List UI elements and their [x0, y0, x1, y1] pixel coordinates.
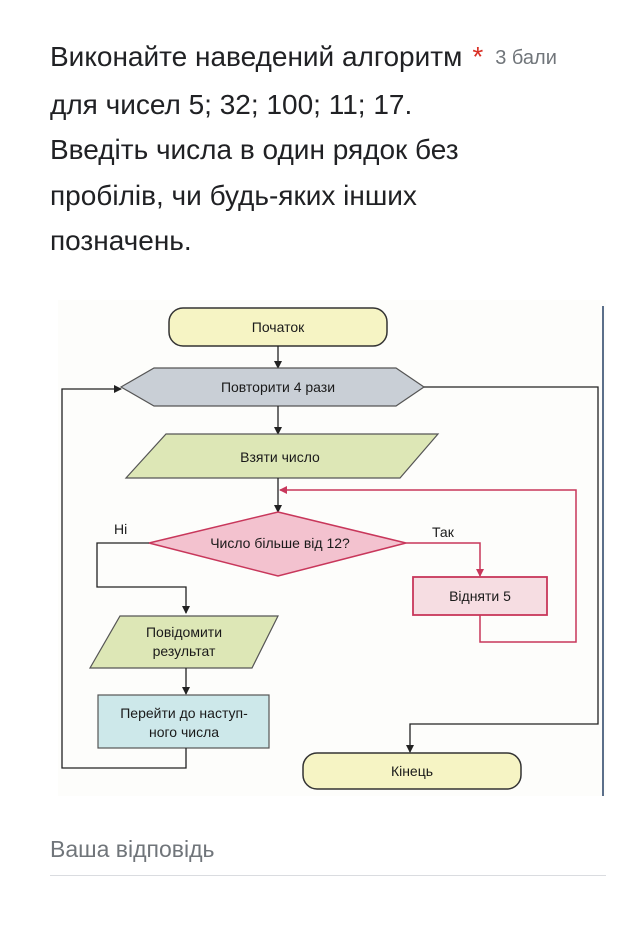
next-number-label-line2: ного числа	[149, 724, 219, 740]
condition-diamond-label: Число більше від 12?	[210, 535, 350, 551]
flowchart-image: Початок Повторити 4 рази Взяти число Чис…	[58, 300, 606, 796]
next-number-label-line1: Перейти до наступ-	[120, 705, 248, 721]
arrow-yes-branch	[406, 542, 484, 577]
output-parallelogram-shape	[88, 615, 279, 669]
no-branch-label: Ні	[114, 521, 127, 537]
subtract-box-label: Відняти 5	[449, 588, 511, 604]
question-line-5: позначень.	[50, 225, 192, 256]
answer-underline	[50, 875, 606, 876]
input-parallelogram-label: Взяти число	[240, 449, 320, 465]
subtract-box-shape	[412, 576, 548, 616]
arrow-subtract-loopback	[279, 486, 577, 643]
end-terminal-shape	[302, 752, 522, 790]
answer-input[interactable]: Ваша відповідь	[50, 836, 215, 862]
points-label: 3 бали	[495, 47, 557, 69]
next-number-box-shape	[97, 694, 270, 749]
input-parallelogram-shape	[124, 433, 440, 479]
question-line-4: пробілів, чи будь-яких інших	[50, 179, 417, 211]
required-asterisk: *	[472, 41, 484, 72]
start-terminal-label: Початок	[252, 319, 305, 335]
condition-diamond-shape	[148, 511, 407, 577]
arrow-no-branch	[96, 542, 190, 614]
question-line-3: Введіть числа в один рядок без	[50, 134, 459, 165]
question-line-1: Виконайте наведений алгоритм * 3 бали	[50, 34, 615, 82]
output-label-line1: Повідомити	[146, 624, 222, 640]
arrow-next-loopback	[61, 385, 187, 769]
question-text-1: Виконайте наведений алгоритм	[50, 41, 463, 72]
output-label-line2: результат	[153, 643, 216, 659]
arrow-loop-exit	[406, 386, 599, 753]
loop-hexagon-label: Повторити 4 рази	[221, 379, 335, 395]
question-title: Виконайте наведений алгоритм * 3 бали для …	[50, 34, 615, 264]
flowchart-svg: Початок Повторити 4 рази Взяти число Чис…	[61, 306, 604, 796]
end-terminal-label: Кінець	[391, 763, 433, 779]
yes-branch-label: Так	[432, 524, 455, 540]
question-line-2: для чисел 5; 32; 100; 11; 17.	[50, 88, 413, 120]
